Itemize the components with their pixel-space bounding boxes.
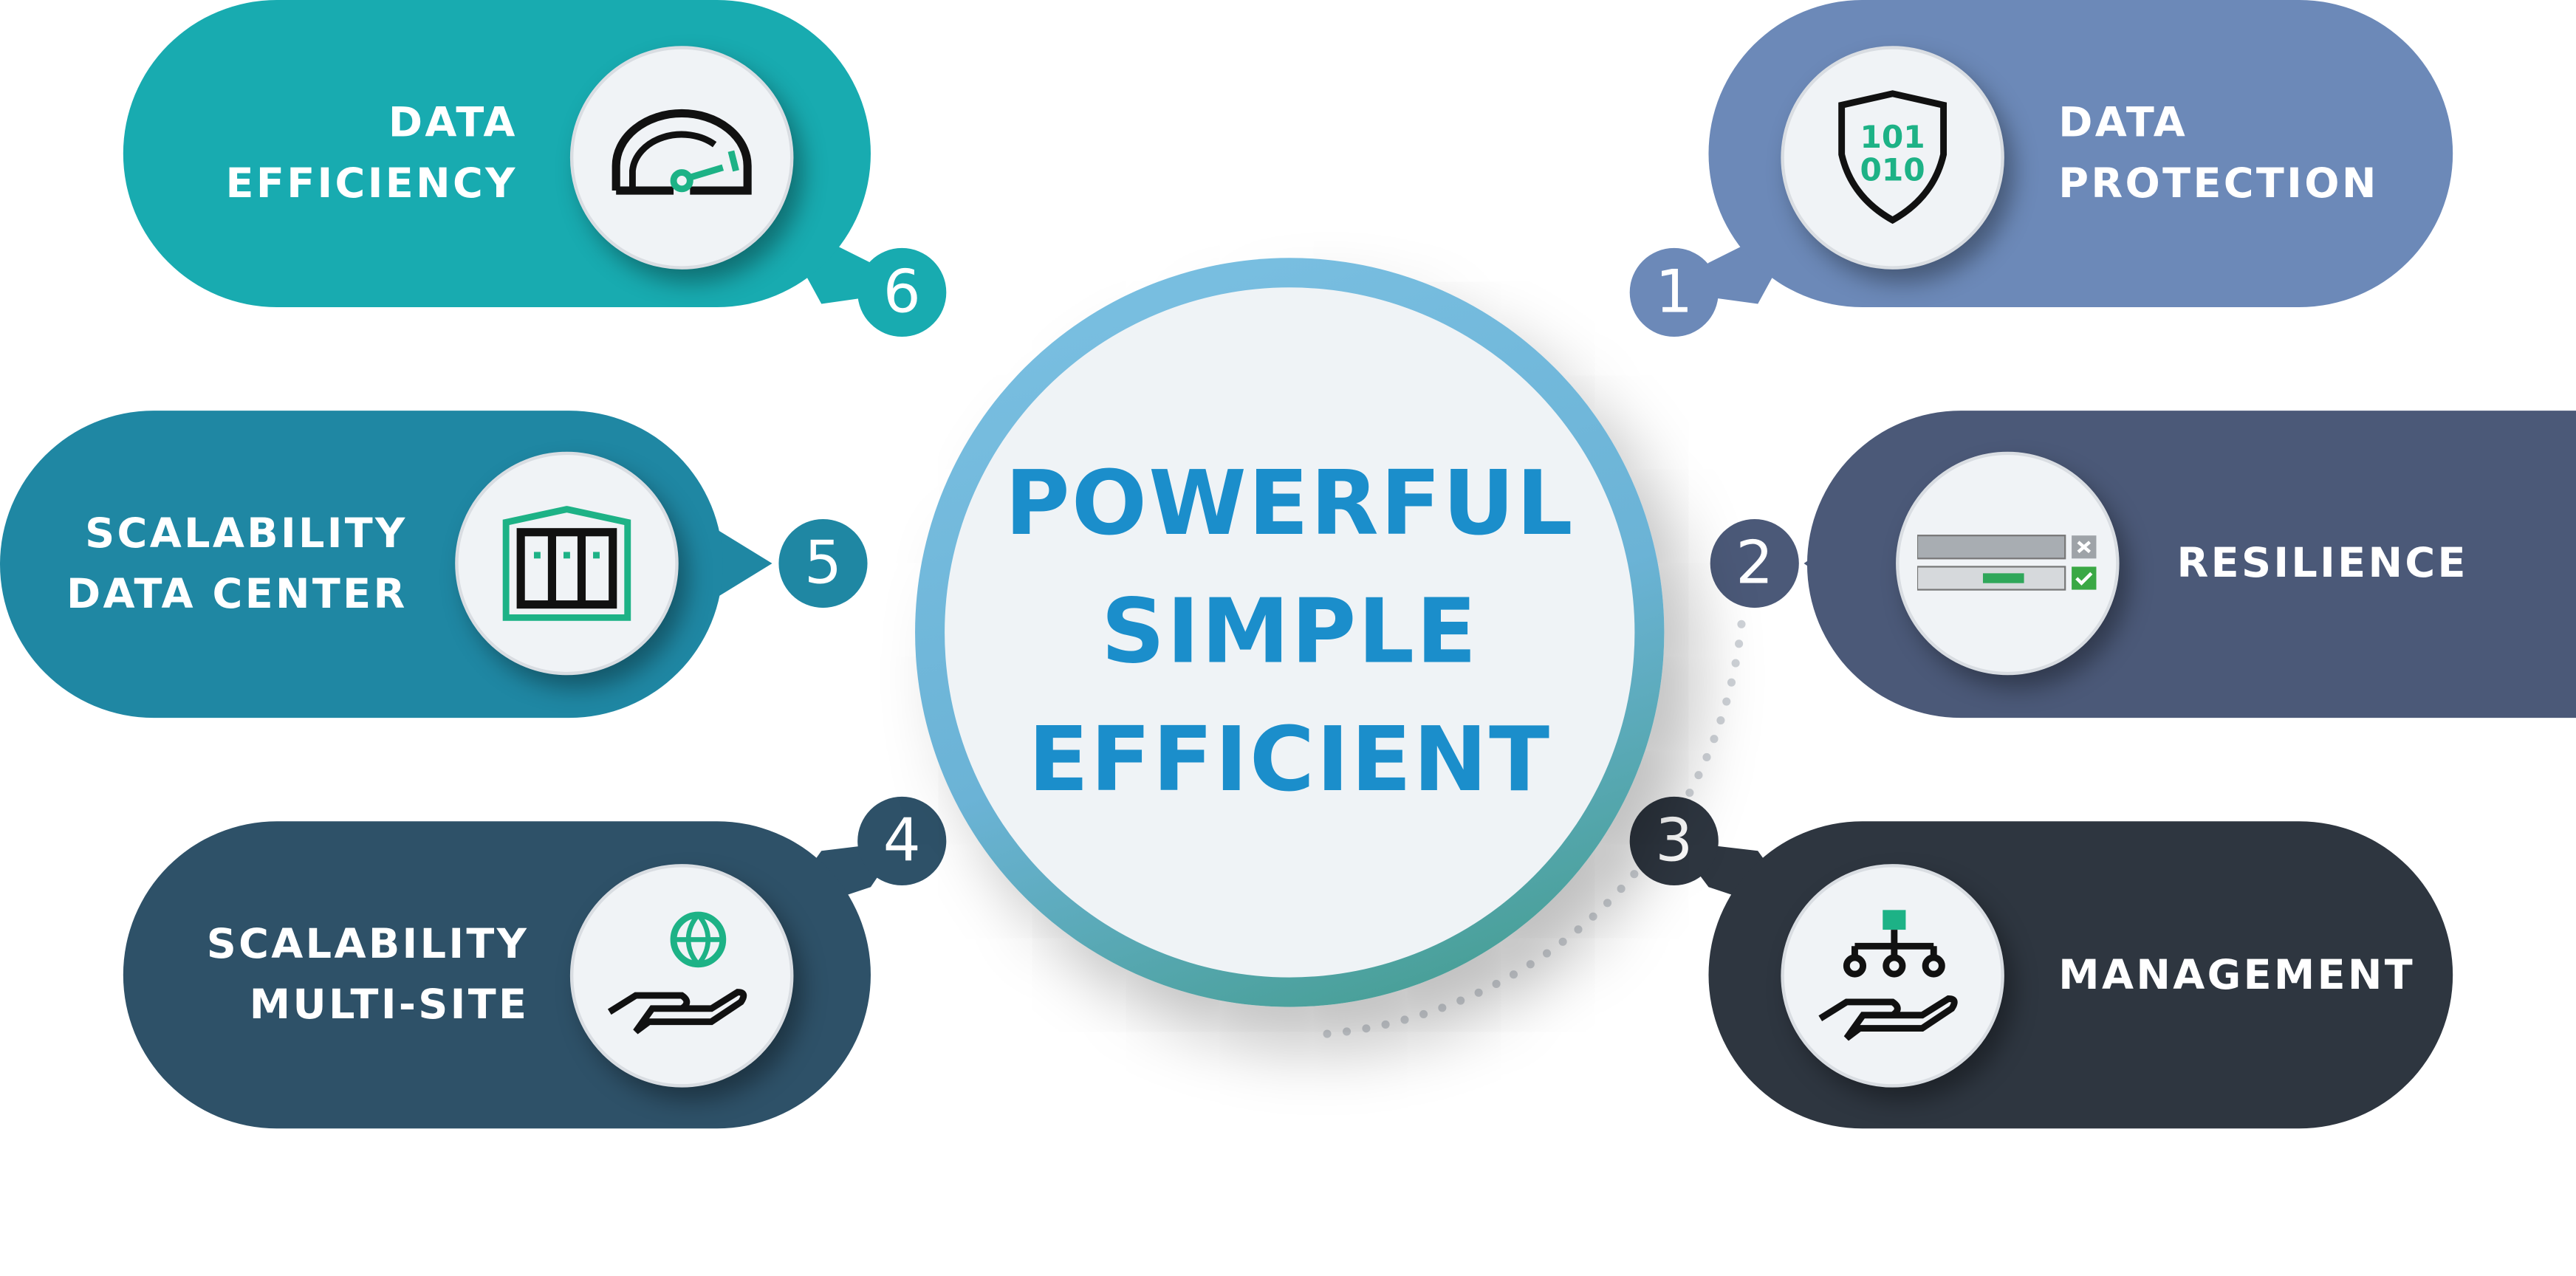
data-center-icon bbox=[455, 451, 679, 676]
label-line: PROTECTION bbox=[2058, 159, 2379, 207]
svg-text:010: 010 bbox=[1860, 152, 1925, 188]
label-line: MULTI-SITE bbox=[249, 981, 530, 1029]
item-2-label: RESILIENCE bbox=[2176, 532, 2467, 593]
badge-6: 6 bbox=[857, 247, 947, 337]
center-text: POWERFUL SIMPLE EFFICIENT bbox=[945, 287, 1635, 978]
label-line: SCALABILITY bbox=[206, 919, 530, 968]
item-3-label: MANAGEMENT bbox=[2058, 944, 2415, 1005]
center-circle: POWERFUL SIMPLE EFFICIENT bbox=[915, 258, 1665, 1007]
badge-4: 4 bbox=[857, 796, 947, 886]
item-5-label: SCALABILITY DATA CENTER bbox=[66, 503, 408, 625]
center-line-simple: SIMPLE bbox=[1100, 580, 1479, 684]
label-line: EFFICIENCY bbox=[225, 159, 518, 207]
badge-5: 5 bbox=[778, 518, 868, 608]
center-line-powerful: POWERFUL bbox=[1004, 451, 1575, 555]
label-line: RESILIENCE bbox=[2176, 538, 2468, 587]
label-line: SCALABILITY bbox=[85, 509, 408, 558]
label-line: DATA bbox=[2058, 98, 2188, 146]
item-4-label: SCALABILITY MULTI-SITE bbox=[207, 913, 530, 1035]
svg-text:101: 101 bbox=[1860, 119, 1925, 155]
badge-2: 2 bbox=[1710, 518, 1799, 608]
center-line-efficient: EFFICIENT bbox=[1028, 707, 1552, 812]
hand-hierarchy-icon bbox=[1781, 864, 2004, 1088]
speedometer-icon bbox=[569, 46, 794, 270]
badge-1: 1 bbox=[1629, 247, 1719, 337]
label-line: MANAGEMENT bbox=[2058, 950, 2416, 999]
badge-3: 3 bbox=[1629, 796, 1719, 886]
item-1-label: DATA PROTECTION bbox=[2058, 92, 2378, 214]
label-line: DATA bbox=[388, 98, 518, 146]
hand-globe-icon bbox=[569, 864, 794, 1088]
item-6-label: DATA EFFICIENCY bbox=[226, 92, 518, 214]
label-line: DATA CENTER bbox=[66, 569, 408, 618]
server-failover-icon bbox=[1896, 451, 2120, 676]
